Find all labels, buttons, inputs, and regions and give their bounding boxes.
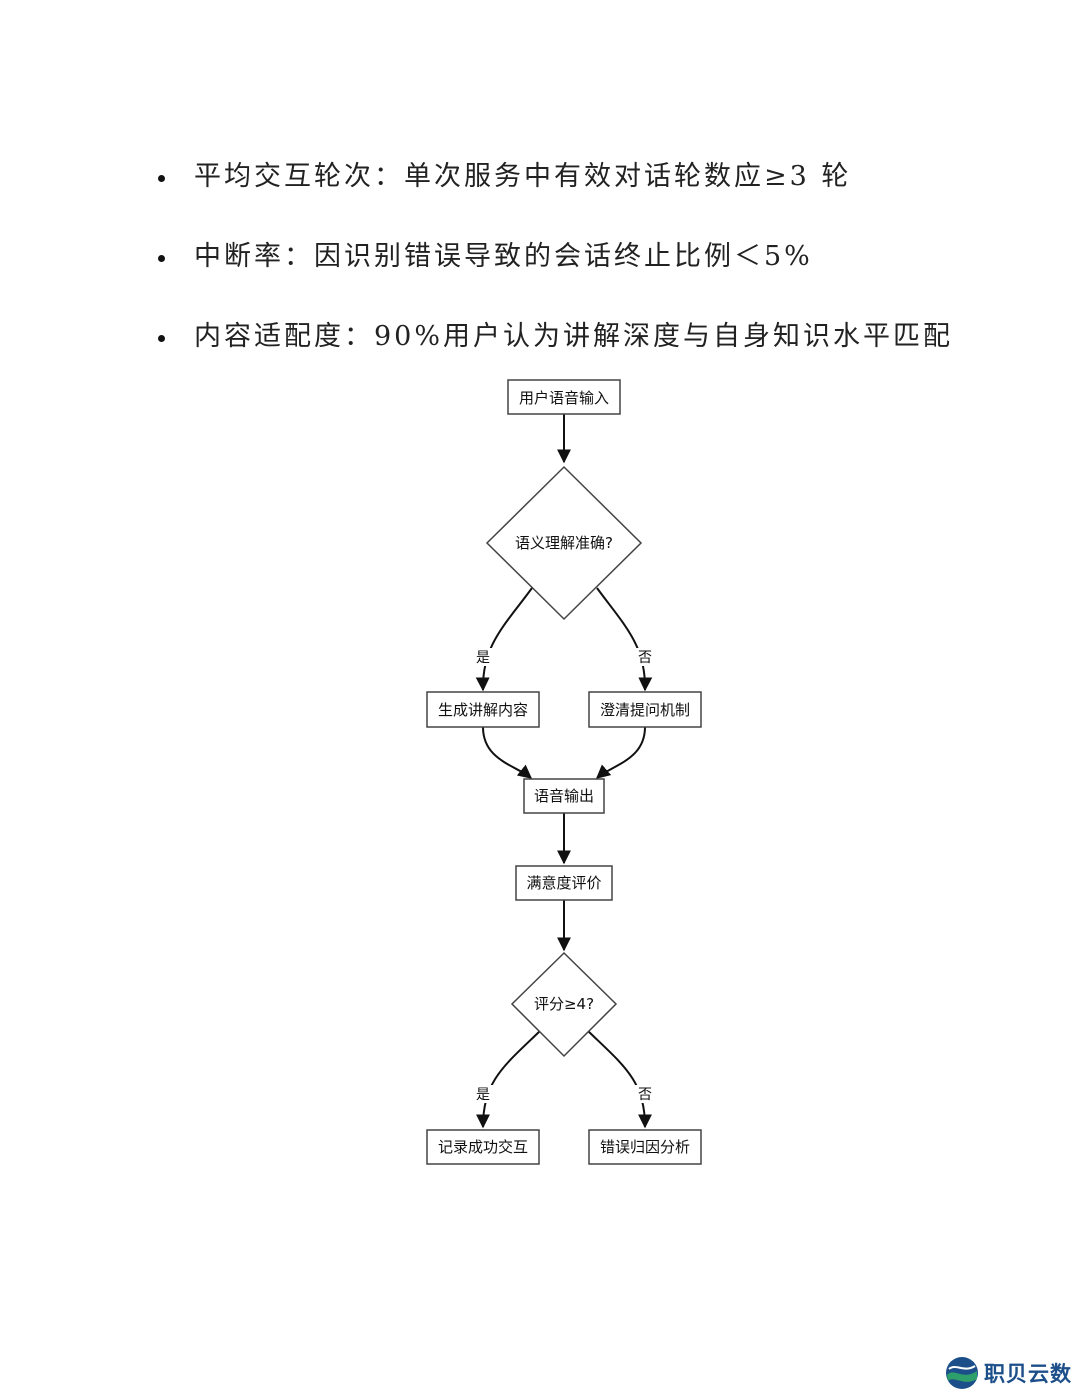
- edge-decision1-generate: [475, 587, 533, 692]
- bullet-dot: [158, 255, 165, 262]
- node-generate-box: [426, 691, 540, 728]
- edge-decision2-analysis: [586, 1029, 652, 1129]
- edge-clarify-output: [595, 726, 646, 779]
- bullet-text: 平均交互轮次：单次服务中有效对话轮数应≥3 轮: [194, 161, 852, 192]
- node-decision2-label: 评分≥4?: [534, 995, 594, 1013]
- edge-label-yes: 是: [476, 1087, 490, 1103]
- node-clarify-label: 澄清提问机制: [600, 701, 690, 719]
- node-clarify-box: [588, 691, 702, 728]
- node-generate-label: 生成讲解内容: [438, 701, 528, 719]
- node-success-label: 记录成功交互: [438, 1138, 528, 1156]
- node-analysis-label: 错误归因分析: [600, 1138, 690, 1156]
- node-success-box: [426, 1129, 540, 1165]
- node-decision1-shape: [485, 465, 643, 621]
- bullet-item: 中断率：因识别错误导致的会话终止比例＜5%: [150, 235, 953, 315]
- node-output-box: [523, 778, 605, 814]
- bullet-dot: [158, 175, 165, 182]
- bullet-item: 内容适配度：90%用户认为讲解深度与自身知识水平匹配: [150, 315, 953, 395]
- node-input-box: [507, 379, 621, 415]
- brand-name: 职贝云数: [984, 1362, 1072, 1386]
- node-decision1-label: 语义理解准确?: [515, 534, 613, 552]
- bullet-text: 中断率：因识别错误导致的会话终止比例＜5%: [194, 241, 813, 272]
- node-analysis-box: [588, 1129, 702, 1165]
- node-input-label: 用户语音输入: [519, 389, 609, 407]
- bullet-list: 平均交互轮次：单次服务中有效对话轮数应≥3 轮 中断率：因识别错误导致的会话终止…: [150, 155, 953, 395]
- brand-logo: 职贝云数: [944, 1353, 1072, 1393]
- node-rating-label: 满意度评价: [526, 874, 601, 892]
- edge-label-yes: 是: [476, 650, 490, 666]
- bullet-dot: [158, 335, 165, 342]
- edge-decision1-clarify: [596, 587, 653, 692]
- edge-label-no: 否: [638, 650, 652, 666]
- edge-generate-output: [482, 726, 533, 779]
- bullet-item: 平均交互轮次：单次服务中有效对话轮数应≥3 轮: [150, 155, 953, 235]
- node-rating-box: [515, 865, 613, 901]
- edge-decision2-success: [476, 1029, 542, 1129]
- node-output-label: 语音输出: [534, 787, 594, 805]
- edge-label-no: 否: [638, 1087, 652, 1103]
- node-decision2-shape: [510, 951, 618, 1058]
- bullet-text: 内容适配度：90%用户认为讲解深度与自身知识水平匹配: [194, 321, 954, 352]
- globe-wave-icon: [946, 1357, 978, 1389]
